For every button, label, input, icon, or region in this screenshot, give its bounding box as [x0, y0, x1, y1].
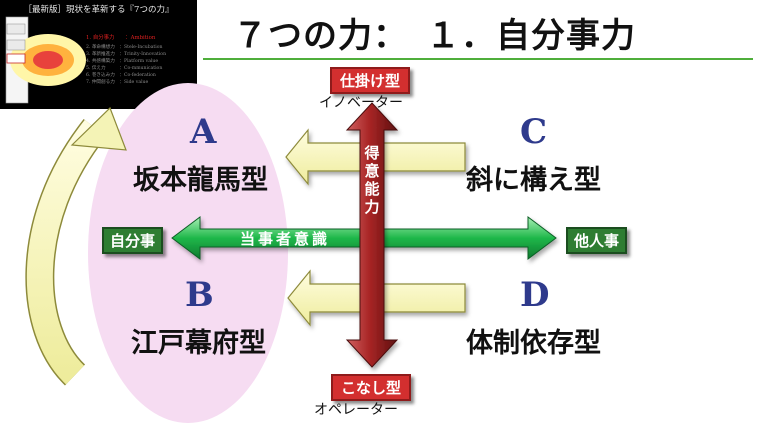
thumbnail-item: 7. 仲間創る力 ：Side value — [86, 80, 149, 85]
ownership-axis-label: 当事者意識 — [240, 230, 331, 248]
self-ownership-ellipse — [88, 83, 288, 423]
thumbnail-item: 1. 自分事力 ：Ambition — [86, 35, 156, 41]
thumbnail-item: 5. 伝え力 ：Co-mmunication — [86, 66, 163, 71]
quadrant-a-letter: A — [190, 112, 217, 152]
thumbnail-item: 2. 革命構想力 ：Stele-Incubation — [86, 45, 163, 50]
thumbnail-slide: ［最新版］現状を革新する『7つの力』 1. 自分事力 ：Ambition 2. … — [0, 0, 197, 109]
skill-axis-label: 得 意 能 力 — [363, 144, 381, 216]
quadrant-d-name: 体制依存型 — [466, 328, 601, 359]
skill-axis-char: 能 — [364, 180, 380, 198]
curved-arrow-head — [70, 106, 127, 151]
quadrant-b-name: 江戸幕府型 — [131, 328, 266, 359]
skill-axis-char: 意 — [364, 162, 380, 180]
skill-axis-char: 力 — [364, 198, 380, 216]
innovator-label: イノベーター — [319, 95, 403, 111]
thumbnail-diagram — [5, 16, 86, 104]
thumbnail-item: 4. 共感構築力 ：Platform value — [86, 59, 159, 64]
quadrant-b-letter: B — [185, 275, 214, 315]
thumbnail-title: ［最新版］現状を革新する『7つの力』 — [23, 5, 174, 15]
thumbnail-item: 6. 巻き込み力 ：Co-federation — [86, 73, 156, 78]
operator-label: オペレーター — [314, 402, 398, 418]
quadrant-c-letter: C — [520, 112, 548, 152]
initiator-type-box: 仕掛け型 — [330, 67, 411, 94]
title-divider — [203, 58, 753, 60]
thumbnail-item: 3. 革新推進力 ：Trinity-Innovation — [86, 52, 167, 57]
self-ownership-box: 自分事 — [102, 227, 164, 254]
page-title: ７つの力： １．自分事力 — [233, 16, 636, 56]
quadrant-a-name: 坂本龍馬型 — [133, 165, 268, 196]
quadrant-d-letter: D — [520, 275, 550, 315]
skill-axis-char: 得 — [364, 144, 380, 162]
others-ownership-box: 他人事 — [566, 227, 628, 254]
quadrant-c-name: 斜に構え型 — [466, 165, 601, 196]
skill-axis-arrow — [345, 102, 399, 368]
executor-type-box: こなし型 — [331, 374, 412, 401]
curved-arrow — [26, 119, 106, 385]
